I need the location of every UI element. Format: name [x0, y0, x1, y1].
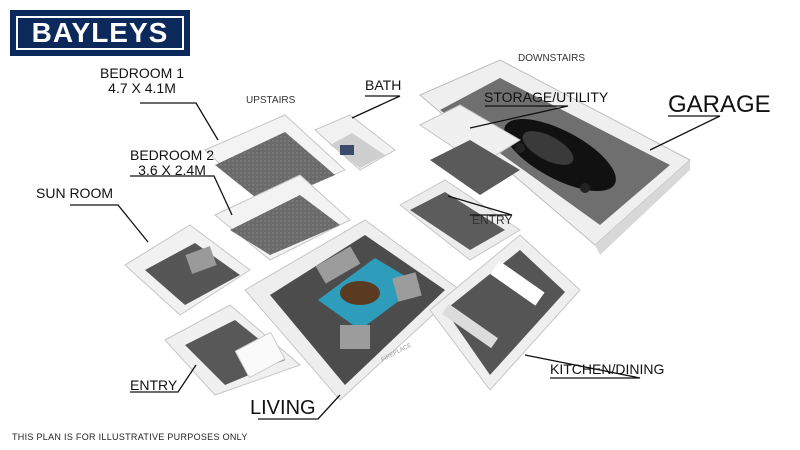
bayleys-logo: BAYLEYS: [10, 10, 190, 56]
entry-upper-label: ENTRY: [472, 213, 513, 227]
bedroom2-name: BEDROOM 2: [130, 147, 215, 163]
car-icon: [504, 118, 616, 193]
living-label: LIVING: [250, 397, 316, 419]
storage-label: STORAGE/UTILITY: [484, 89, 609, 105]
bedroom1-size: 4.7 X 4.1M: [108, 79, 176, 96]
entry-lower-label: ENTRY: [130, 377, 178, 393]
logo-text: BAYLEYS: [31, 17, 169, 48]
sunroom-room: [124, 224, 251, 316]
upstairs-label: UPSTAIRS: [246, 95, 296, 106]
bedroom2-label: BEDROOM 2 3.6 X 2.4M: [130, 148, 214, 177]
bath-room: [314, 114, 396, 171]
kitchen-label: KITCHEN/DINING: [550, 361, 665, 377]
downstairs-label: DOWNSTAIRS: [518, 53, 586, 64]
entry-upper-room: [399, 179, 521, 261]
living-room: [244, 219, 461, 401]
dining-table-icon: [490, 260, 545, 306]
storage-room: [419, 104, 521, 195]
sunroom-label: SUN ROOM: [36, 185, 113, 201]
entry-lower-room: [164, 304, 301, 396]
bedroom2-room: [214, 174, 351, 261]
leader-lines: [70, 95, 721, 420]
bedroom1-label: BEDROOM 1 4.7 X 4.1M: [100, 66, 184, 95]
bath-label: BATH: [365, 77, 402, 93]
kitchen-room: [429, 234, 581, 391]
garage-label: GARAGE: [668, 91, 771, 118]
disclaimer-text: THIS PLAN IS FOR ILLUSTRATIVE PURPOSES O…: [12, 432, 248, 442]
coffee-table-icon: [340, 281, 380, 305]
logo-border: [16, 16, 184, 50]
bedroom2-size: 3.6 X 2.4M: [138, 161, 206, 178]
bedroom1-name: BEDROOM 1: [100, 65, 185, 81]
